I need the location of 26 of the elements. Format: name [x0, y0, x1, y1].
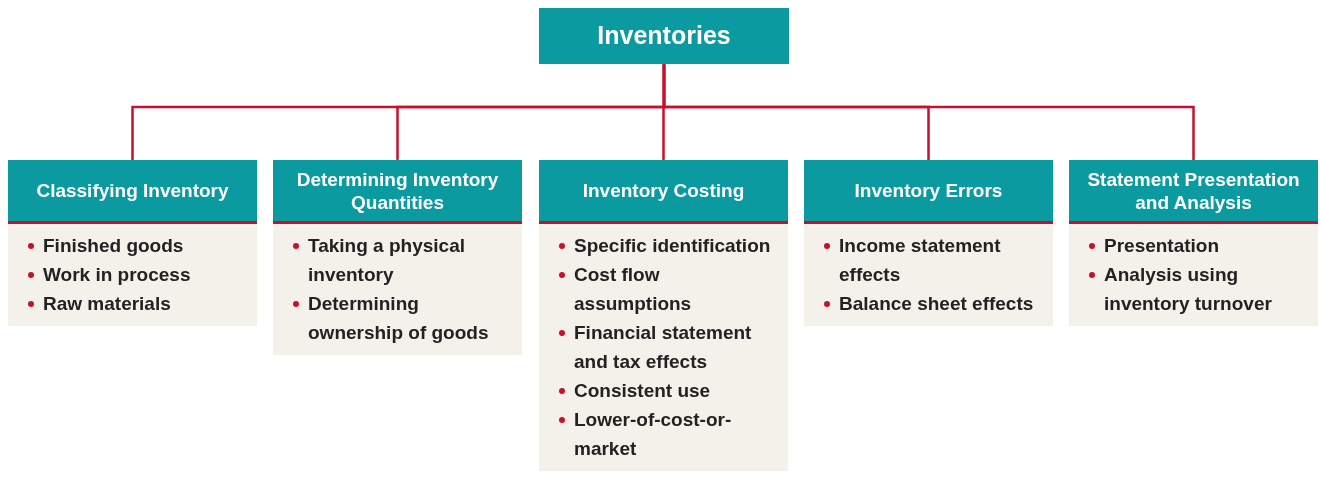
topic-card [539, 160, 788, 471]
list-item-text: Finished goods [43, 234, 184, 258]
list-item-text: Balance sheet effects [839, 292, 1034, 316]
topic-heading: Inventory Errors [804, 160, 1053, 224]
list-item-text: Taking a physical inventory [308, 234, 466, 287]
list-item-text: Work in process [43, 263, 191, 287]
list-item-text: Cost flow assumptions [574, 263, 693, 316]
topic-card [1069, 160, 1318, 326]
list-item-text: Financial statement and tax effects [574, 321, 753, 374]
topic-heading: Statement Presentation and Analysis [1069, 160, 1318, 224]
list-item-text: Consistent use [574, 379, 711, 403]
topic-card [804, 160, 1053, 326]
topic-heading: Classifying Inventory [8, 160, 257, 224]
topic-heading: Determining Inventory Quantities [273, 160, 522, 224]
list-item-text: Raw materials [43, 292, 171, 316]
list-item-text: Lower-of-cost-or-market [574, 408, 733, 461]
topic-heading: Inventory Costing [539, 160, 788, 224]
list-item-text: Specific identification [574, 234, 771, 258]
connector-line [662, 64, 1195, 160]
list-item-text: Income statement effects [839, 234, 1002, 287]
title-box: Inventories [539, 8, 789, 64]
list-item-text: Analysis using inventory turnover [1104, 263, 1273, 316]
list-item-text: Presentation [1104, 234, 1220, 258]
topic-card [273, 160, 522, 355]
list-item-text: Determining ownership of goods [308, 292, 490, 345]
topic-card [8, 160, 257, 326]
